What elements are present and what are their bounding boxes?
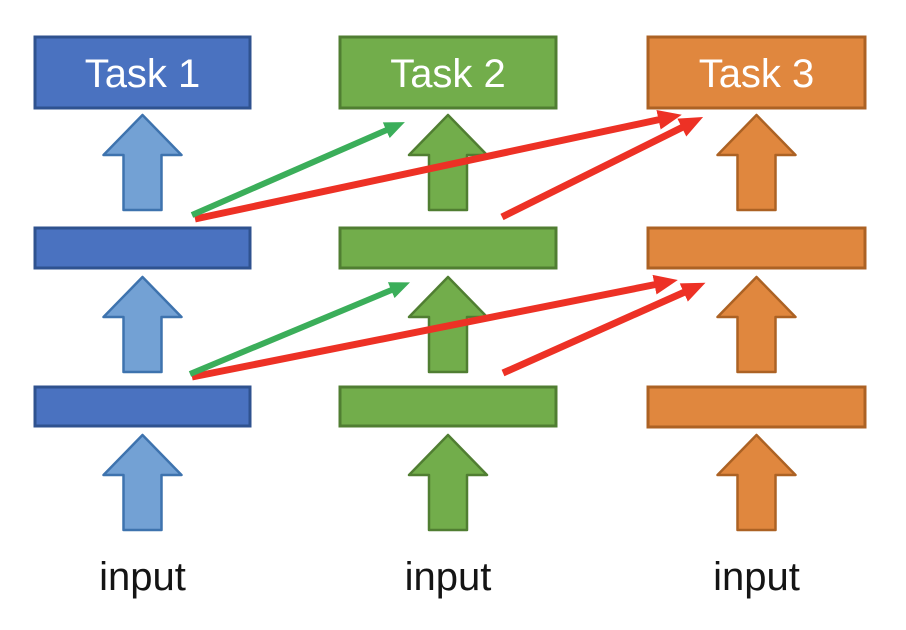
task3-layer2-rect xyxy=(646,226,867,270)
task1-input-up-arrow xyxy=(102,433,183,532)
task2-input-label: input xyxy=(405,555,492,599)
task2-column: Task 2 input xyxy=(338,35,558,599)
red-transfer-arrows xyxy=(191,109,706,381)
task1-layer2-up-arrow xyxy=(102,113,183,212)
task1-column: Task 1 input xyxy=(33,35,252,599)
task2-input-up-arrow xyxy=(407,433,489,532)
transfer-arrow-green-task1-to-task2-lower xyxy=(188,282,411,377)
task1-layer2-rect xyxy=(33,226,252,270)
task3-column: Task 3 input xyxy=(646,35,867,599)
task1-label: Task 1 xyxy=(85,52,201,96)
task3-input-up-arrow xyxy=(716,433,797,532)
transfer-arrow-red-task1-to-task3-lower xyxy=(191,274,678,381)
task1-layer1-rect xyxy=(33,385,252,428)
transfer-arrow-green-task1-to-task2-upper xyxy=(190,122,405,218)
transfer-arrow-red-task1-to-task3-upper xyxy=(194,109,682,223)
task3-output-box xyxy=(646,35,867,110)
task3-input-label: input xyxy=(713,555,800,599)
task3-layer1-rect xyxy=(646,385,867,429)
task3-layer2-up-arrow xyxy=(716,113,797,212)
task2-output-box xyxy=(338,35,558,110)
task2-layer2-rect xyxy=(338,226,558,270)
task1-input-label: input xyxy=(99,555,186,599)
task2-label: Task 2 xyxy=(390,52,506,96)
task2-layer1-rect xyxy=(338,385,558,428)
transfer-arrow-red-task2-to-task3-upper xyxy=(500,116,704,221)
transfer-arrow-red-task2-to-task3-lower xyxy=(501,282,706,377)
green-transfer-arrows xyxy=(188,122,411,377)
task1-layer1-up-arrow xyxy=(102,275,183,374)
task1-output-box xyxy=(33,35,252,110)
task3-layer1-up-arrow xyxy=(716,275,797,374)
task3-label: Task 3 xyxy=(699,52,815,96)
